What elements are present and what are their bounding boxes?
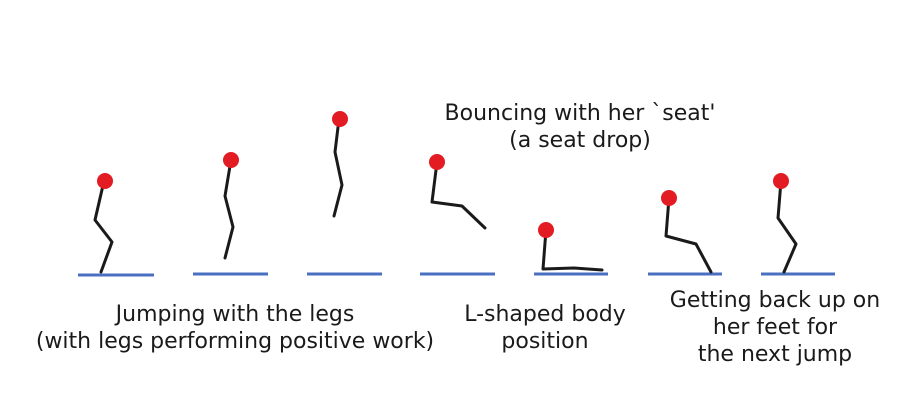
head-dot (538, 222, 554, 238)
caption-line: her feet for (712, 315, 838, 340)
body-stick (664, 196, 713, 274)
figure-2-takeoff (193, 152, 268, 276)
figure-1-crouch (78, 173, 154, 277)
caption-line: L-shaped body (464, 302, 626, 327)
body-stick (223, 158, 235, 260)
caption-l-shaped: L-shaped body position (450, 301, 640, 355)
caption-line: Bouncing with her `seat' (444, 101, 716, 126)
figure-4-descending (420, 154, 495, 276)
caption-line: the next jump (697, 342, 853, 367)
head-dot (773, 173, 789, 189)
body-stick (776, 179, 798, 274)
head-dot (429, 154, 445, 170)
head-dot (223, 152, 239, 168)
figure-5-l-shaped (534, 222, 608, 276)
body-stick (93, 179, 114, 274)
figure-6-rising (648, 190, 722, 276)
caption-getting-up: Getting back up on her feet for the next… (655, 287, 895, 368)
body-stick (541, 228, 604, 272)
caption-line: (a seat drop) (509, 128, 651, 153)
head-dot (661, 190, 677, 206)
figure-7-standing (761, 173, 835, 276)
caption-seat-bounce: Bouncing with her `seat' (a seat drop) (420, 100, 740, 154)
caption-line: Getting back up on (669, 288, 881, 313)
caption-leg-jump: Jumping with the legs (with legs perform… (20, 301, 450, 355)
body-stick (430, 160, 487, 230)
body-stick (332, 117, 344, 218)
figure-3-airborne (307, 111, 382, 276)
caption-line: Jumping with the legs (115, 302, 355, 327)
head-dot (332, 111, 348, 127)
caption-line: (with legs performing positive work) (35, 329, 435, 354)
caption-line: position (501, 329, 589, 354)
head-dot (97, 173, 113, 189)
